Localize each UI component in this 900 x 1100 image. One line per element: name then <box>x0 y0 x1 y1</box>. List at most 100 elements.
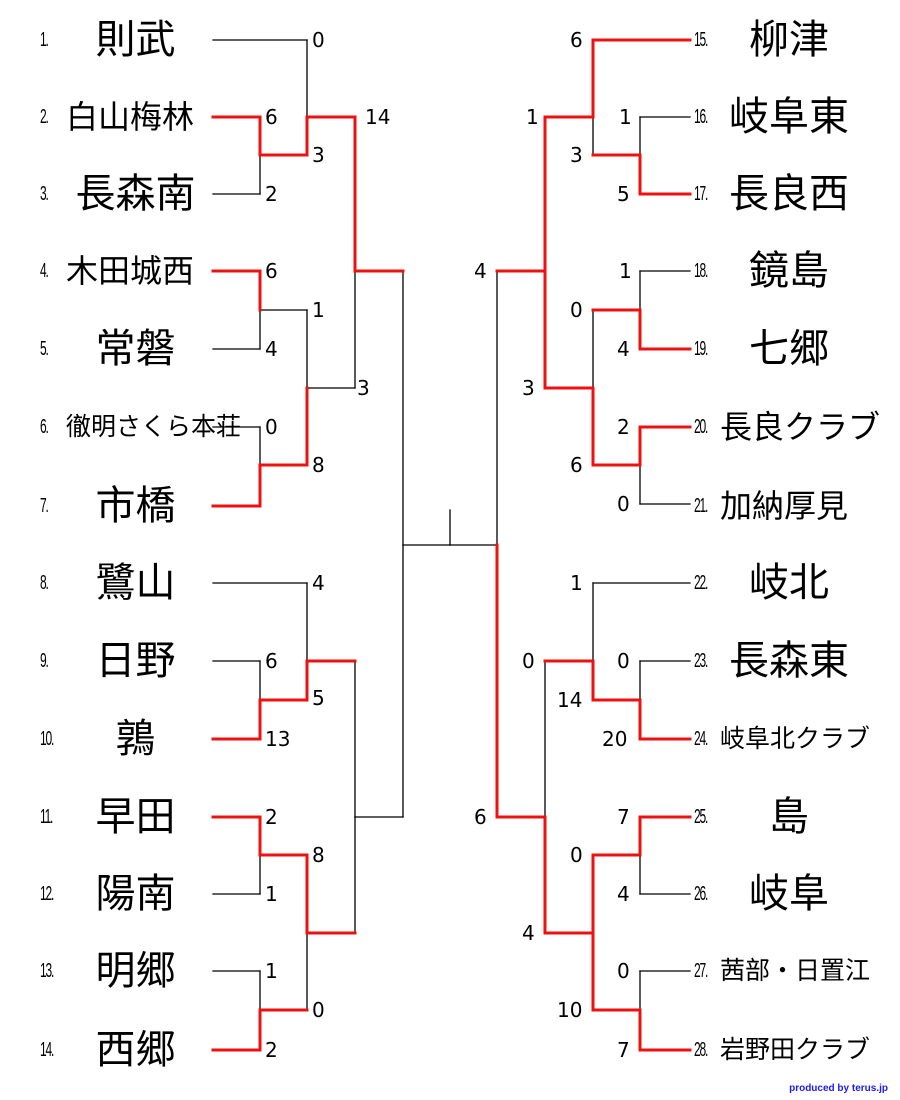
team-name: 加納厚見 <box>720 487 849 525</box>
score-label: 0 <box>617 649 630 673</box>
score-label: 1 <box>526 105 539 129</box>
score-label: 14 <box>365 105 391 129</box>
team-number: 27. <box>694 960 708 982</box>
team-number: 8. <box>40 572 49 594</box>
team-name: 七郷 <box>749 326 829 372</box>
team-name: 明郷 <box>95 948 176 994</box>
score-label: 0 <box>570 843 583 867</box>
score-label: 0 <box>617 492 630 516</box>
team-number: 20. <box>694 416 708 438</box>
score-label: 4 <box>474 259 487 283</box>
team-number: 14. <box>40 1039 54 1061</box>
team-name: 早田 <box>95 794 176 840</box>
score-label: 4 <box>312 571 325 595</box>
team-name: 岐阜北クラブ <box>720 724 871 753</box>
score-label: 4 <box>522 921 535 945</box>
team-number: 1. <box>40 29 49 51</box>
score-label: 4 <box>265 337 278 361</box>
team-number: 21. <box>694 495 708 517</box>
score-label: 0 <box>617 959 630 983</box>
team-number: 10. <box>40 728 54 750</box>
score-label: 0 <box>312 28 325 52</box>
score-label: 6 <box>474 805 487 829</box>
score-label: 2 <box>617 415 630 439</box>
team-name: 鏡島 <box>749 248 829 294</box>
score-label: 5 <box>617 182 630 206</box>
score-label: 8 <box>312 843 325 867</box>
score-label: 5 <box>312 686 325 710</box>
credit-text: produced by terus.jp <box>789 1083 888 1094</box>
team-number: 26. <box>694 883 708 905</box>
team-name: 柳津 <box>749 17 829 63</box>
team-name: 岐阜東 <box>729 94 849 140</box>
score-label: 14 <box>557 688 583 712</box>
team-name: 則武 <box>95 17 176 63</box>
team-number: 2. <box>40 106 49 128</box>
team-name: 木田城西 <box>66 252 195 290</box>
score-label: 2 <box>265 1038 278 1062</box>
team-number: 22. <box>694 572 708 594</box>
team-number: 5. <box>40 338 49 360</box>
score-label: 7 <box>617 805 630 829</box>
score-label: 13 <box>265 727 291 751</box>
team-name: 陽南 <box>95 871 176 917</box>
team-number: 18. <box>694 260 708 282</box>
team-number: 6. <box>40 416 49 438</box>
team-name: 岐北 <box>749 560 829 606</box>
score-label: 1 <box>265 959 278 983</box>
team-number: 3. <box>40 183 49 205</box>
team-number: 9. <box>40 650 49 672</box>
team-name: 白山梅林 <box>66 98 195 136</box>
team-name: 長良クラブ <box>720 408 881 446</box>
team-number: 15. <box>694 29 708 51</box>
score-label: 0 <box>265 415 278 439</box>
score-label: 1 <box>619 259 632 283</box>
team-number: 12. <box>40 883 54 905</box>
score-label: 3 <box>522 376 535 400</box>
team-name: 長森東 <box>729 638 849 684</box>
score-label: 1 <box>312 298 325 322</box>
team-name: 島 <box>769 794 809 840</box>
team-number: 13. <box>40 960 54 982</box>
team-name: 茜部・日置江 <box>720 956 871 985</box>
team-name: 西郷 <box>95 1027 176 1073</box>
score-label: 3 <box>357 376 370 400</box>
score-label: 6 <box>570 453 583 477</box>
team-name: 岩野田クラブ <box>720 1035 871 1064</box>
score-label: 0 <box>570 298 583 322</box>
team-name: 常磐 <box>95 326 176 372</box>
team-number: 19. <box>694 338 708 360</box>
team-name: 日野 <box>95 638 176 684</box>
score-label: 1 <box>619 105 632 129</box>
score-label: 8 <box>312 453 325 477</box>
team-name: 鶉 <box>115 716 156 762</box>
score-label: 0 <box>312 998 325 1022</box>
score-label: 7 <box>617 1038 630 1062</box>
score-label: 2 <box>265 182 278 206</box>
score-label: 6 <box>265 105 278 129</box>
team-name: 徹明さくら本荘 <box>66 412 242 441</box>
score-label: 3 <box>312 143 325 167</box>
team-name: 市橋 <box>95 483 176 529</box>
score-label: 4 <box>617 337 630 361</box>
team-name: 岐阜 <box>749 871 829 917</box>
team-number: 23. <box>694 650 708 672</box>
team-number: 24. <box>694 728 708 750</box>
team-number: 25. <box>694 806 708 828</box>
score-label: 6 <box>265 259 278 283</box>
score-label: 0 <box>522 649 535 673</box>
team-name: 長森南 <box>75 171 196 217</box>
score-label: 2 <box>265 805 278 829</box>
score-label: 20 <box>602 727 628 751</box>
team-name: 長良西 <box>729 171 849 217</box>
score-label: 4 <box>617 882 630 906</box>
team-number: 28. <box>694 1039 708 1061</box>
score-label: 10 <box>557 998 583 1022</box>
score-label: 1 <box>570 571 583 595</box>
score-label: 6 <box>265 649 278 673</box>
team-number: 11. <box>40 806 53 828</box>
score-label: 1 <box>265 882 278 906</box>
team-number: 4. <box>40 260 49 282</box>
team-number: 17. <box>694 183 708 205</box>
